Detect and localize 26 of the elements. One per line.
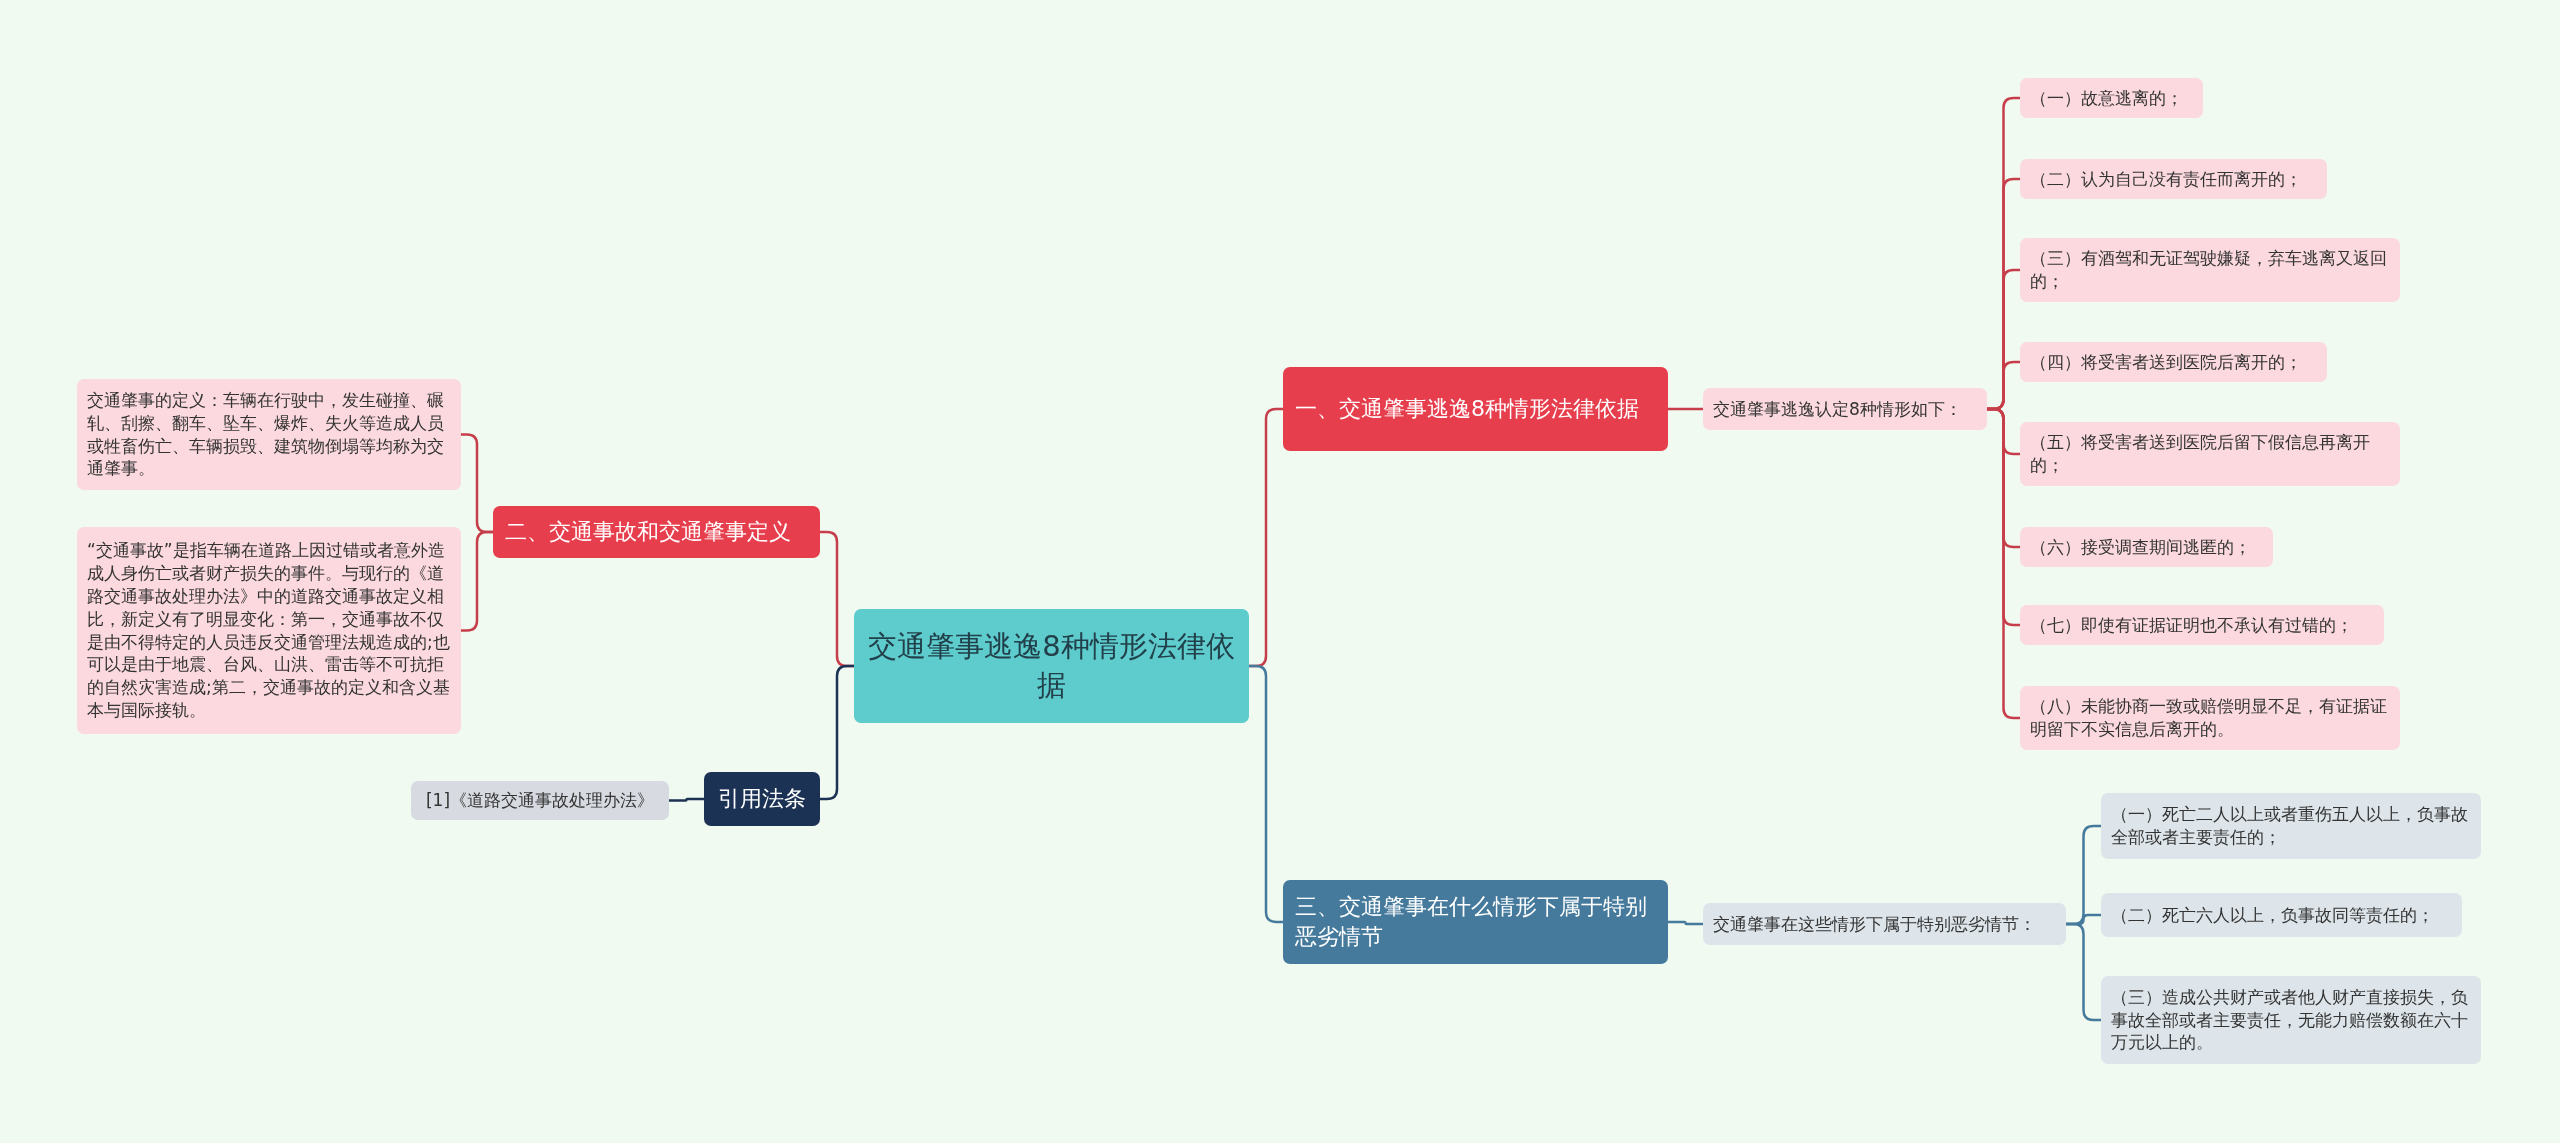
subtopic-box: 交通肇事逃逸认定8种情形如下： <box>1703 388 1987 430</box>
connector-line <box>1987 407 2020 720</box>
definition-box: “交通事故”是指车辆在道路上因过错或者意外造成人身伤亡或者财产损失的事件。与现行的《道路交通事故处理办法》中的道路交通事故定义相比，新定义有了明显变化：第一，交通事故不仅是由不得特定的人员违反交通管理法规造成的;也可以是由于地震、台风、山洪、雷击等不可抗拒的自然灾害造成;第二，交通事故的定义和含义基本与国际接轨。 <box>77 527 461 734</box>
connector-line <box>1668 407 1703 411</box>
definition-box: 交通肇事的定义：车辆在行驶中，发生碰撞、碾轧、刮擦、翻车、坠车、爆炸、失火等造成人员或牲畜伤亡、车辆损毁、建筑物倒塌等均称为交通肇事。 <box>77 379 461 490</box>
item-box: （二）认为自己没有责任而离开的； <box>2020 159 2327 199</box>
item-box: （五）将受害者送到医院后留下假信息再离开的； <box>2020 422 2400 486</box>
connector-line <box>1668 920 1703 926</box>
reference-box: [1]《道路交通事故处理办法》 <box>411 781 669 820</box>
item-box: （六）接受调查期间逃匿的； <box>2020 527 2273 567</box>
connector-line <box>2066 922 2101 1022</box>
item-box: （七）即使有证据证明也不承认有过错的； <box>2020 605 2384 645</box>
subtopic-box: 交通肇事在这些情形下属于特别恶劣情节： <box>1703 903 2066 945</box>
item-box: （三）有酒驾和无证驾驶嫌疑，弃车逃离又返回的； <box>2020 238 2400 302</box>
topic-box: 二、交通事故和交通肇事定义 <box>493 506 820 558</box>
topic-box: 引用法条 <box>704 772 820 826</box>
item-box: （一）故意逃离的； <box>2020 78 2203 118</box>
item-box: （一）死亡二人以上或者重伤五人以上，负事故全部或者主要责任的； <box>2101 793 2481 859</box>
topic-box: 三、交通肇事在什么情形下属于特别恶劣情节 <box>1283 880 1668 964</box>
item-box: （二）死亡六人以上，负事故同等责任的； <box>2101 893 2462 937</box>
topic-box: 一、交通肇事逃逸8种情形法律依据 <box>1283 367 1668 451</box>
item-box: （三）造成公共财产或者他人财产直接损失，负事故全部或者主要责任，无能力赔偿数额在六十万元以上的。 <box>2101 976 2481 1064</box>
central-topic-box: 交通肇事逃逸8种情形法律依据 <box>854 609 1249 723</box>
item-box: （八）未能协商一致或赔偿明显不足，有证据证明留下不实信息后离开的。 <box>2020 686 2400 750</box>
item-box: （四）将受害者送到医院后离开的； <box>2020 342 2327 382</box>
connector-line <box>669 797 704 802</box>
